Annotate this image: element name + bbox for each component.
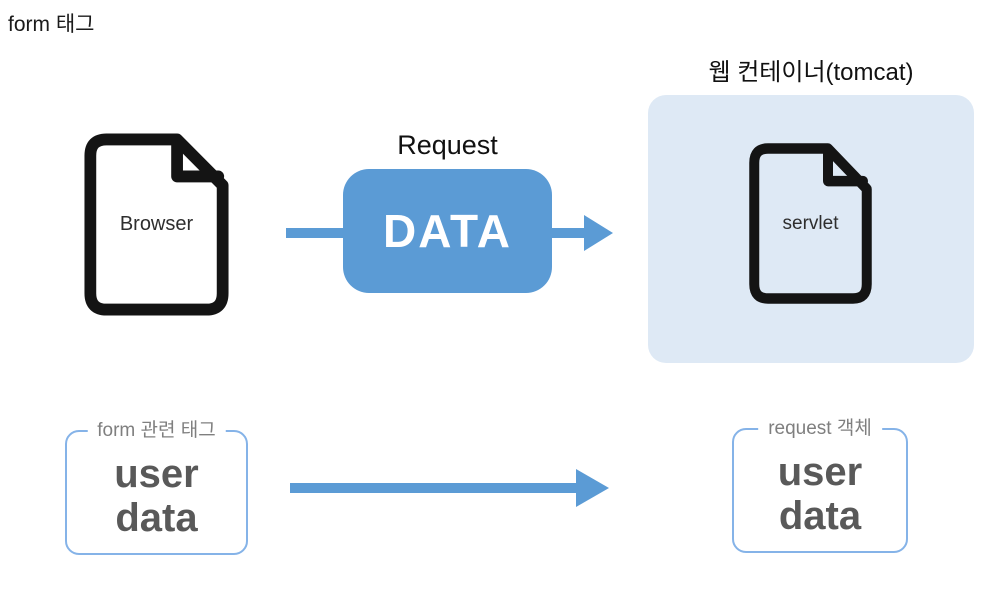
form-tags-box: form 관련 태그 user data [65,419,248,555]
form-tags-box-legend: form 관련 태그 [87,419,226,443]
request-object-box: request 객체 user data [732,417,908,553]
arrow-data-to-container-icon [551,215,613,251]
user-data-text: user data [114,451,199,540]
data-box: DATA [343,169,552,293]
browser-node: Browser [83,132,230,317]
arrow-formdata-to-request-icon [290,469,609,507]
web-container-box: servlet [648,95,974,363]
user-data-text: user data [777,449,863,538]
request-object-box-legend: request 객체 [758,417,882,441]
request-label: Request [397,130,498,160]
servlet-node: servlet [748,142,873,305]
servlet-label: servlet [782,212,839,234]
web-container-label: 웹 컨테이너(tomcat) [708,59,914,86]
browser-label: Browser [119,213,194,235]
page-title: form 태그 [8,13,95,36]
document-icon [84,133,229,316]
document-icon [749,143,872,304]
data-box-text: DATA [383,205,512,257]
connector-browser-to-data [286,228,346,238]
